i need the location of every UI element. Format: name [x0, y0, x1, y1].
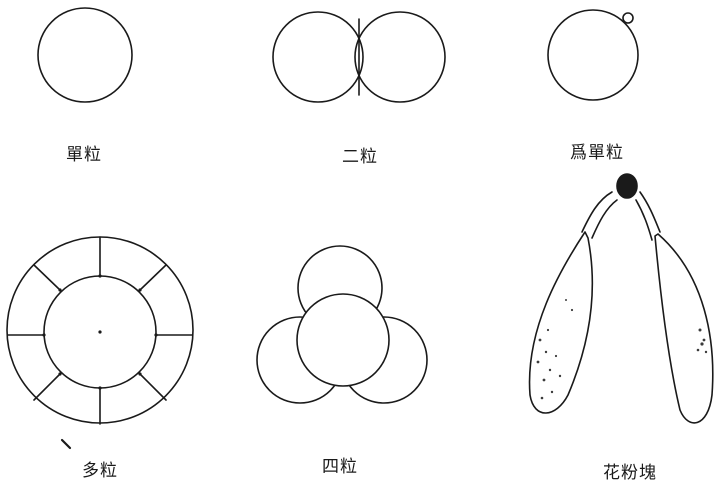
label-polyad: 多粒	[82, 456, 118, 481]
tetrad-drawing	[257, 246, 427, 403]
label-pseudo-monad: 爲單粒	[570, 138, 624, 163]
label-pollinium: 花粉塊	[603, 458, 657, 483]
pseudo-monad-drawing	[548, 10, 638, 100]
label-dyad: 二粒	[342, 142, 378, 167]
label-single: 單粒	[66, 140, 102, 165]
dyad-drawing	[273, 12, 445, 102]
label-tetrad: 四粒	[322, 452, 358, 477]
pollinium-drawing	[530, 174, 713, 423]
stray-mark	[62, 440, 70, 448]
single-grain-drawing	[38, 8, 132, 102]
polyad-drawing	[7, 237, 193, 424]
